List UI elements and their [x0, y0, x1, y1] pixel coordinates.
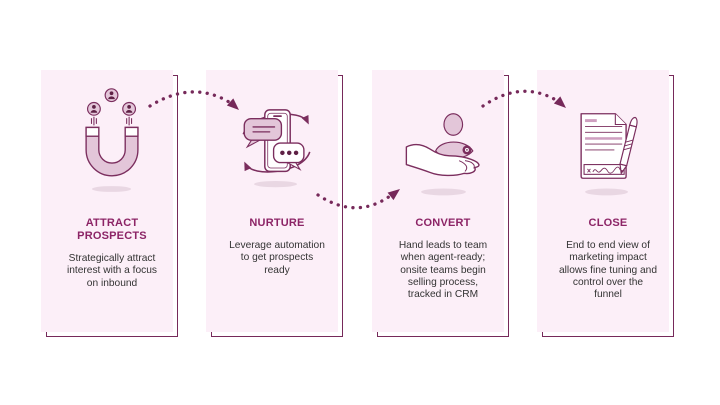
stage-title-convert: CONVERT — [415, 217, 471, 229]
phone-chat-automation-icon — [242, 109, 310, 188]
stage-description-convert: Hand leads to team when agent-ready; ons… — [398, 240, 488, 301]
card-backdrop — [40, 69, 173, 332]
magnet-icon — [84, 88, 139, 192]
stage-description-attract: Strategically attract interest with a fo… — [66, 253, 158, 289]
stage-title-nurture: NURTURE — [249, 217, 305, 229]
card-backdrop — [371, 69, 504, 332]
contract-pen-icon — [579, 113, 638, 196]
stage-description-nurture: Leverage automation to get prospects rea… — [229, 240, 325, 276]
hand-holding-lead-icon — [405, 113, 480, 196]
stage-card-nurture: NURTURE Leverage automation to get prosp… — [205, 69, 343, 337]
stage-description-close: End to end view of marketing impact allo… — [559, 240, 657, 301]
stage-card-convert: CONVERT Hand leads to team when agent-re… — [371, 69, 509, 337]
stage-title-attract: ATTRACT PROSPECTS — [77, 217, 147, 242]
stage-card-attract: ATTRACT PROSPECTS Strategically attract … — [40, 69, 178, 337]
stage-card-close: CLOSE End to end view of marketing impac… — [536, 69, 674, 337]
stage-title-close: CLOSE — [588, 217, 628, 229]
